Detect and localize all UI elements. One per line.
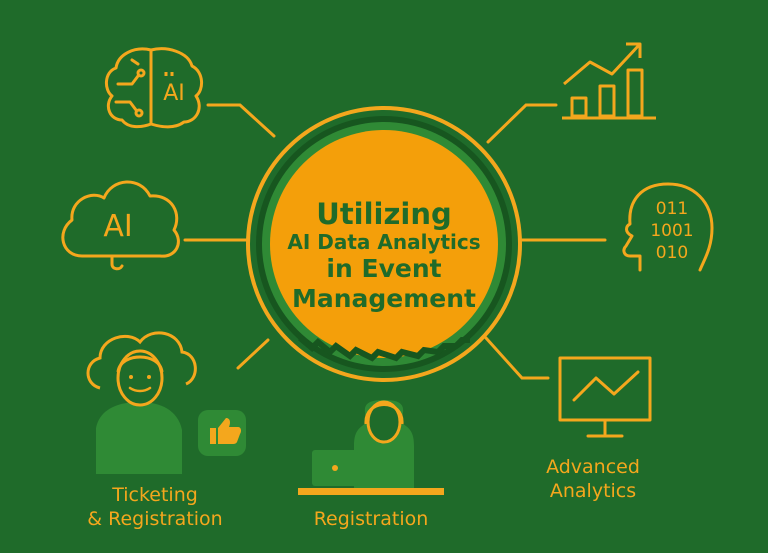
center-title-line-4: Management: [291, 283, 477, 313]
connector-brain: [206, 103, 276, 138]
growth-chart-icon: [562, 42, 656, 120]
cloud-ai-text: AI: [103, 209, 132, 244]
label-ticketing: Ticketing & Registration: [70, 484, 240, 532]
cloud-ai-icon: [61, 180, 180, 271]
label-advanced-analytics: Advanced Analytics: [528, 456, 658, 504]
connectors: [183, 103, 607, 380]
label-registration: Registration: [296, 508, 446, 532]
center-title-line-2: AI Data Analytics: [287, 229, 481, 254]
label-analytics-line-1: Advanced: [546, 456, 640, 478]
label-ticketing-line-2: & Registration: [87, 507, 223, 530]
brain-ai-text: AI: [163, 81, 185, 106]
gear-teeth: [298, 335, 470, 362]
label-analytics-line-2: Analytics: [549, 479, 637, 502]
person-cloud-icon: [86, 331, 197, 474]
binary-line-1: 011: [656, 199, 688, 219]
binary-line-3: 010: [656, 243, 688, 263]
monitor-chart-icon: [558, 356, 652, 438]
connector-chart: [486, 103, 558, 144]
laptop-user-icon: [298, 400, 444, 495]
center-hub: [246, 106, 522, 382]
thumbs-up-icon: [198, 410, 246, 456]
center-fill: [270, 130, 498, 358]
connector-person: [236, 338, 270, 370]
binary-line-2: 1001: [650, 221, 693, 241]
center-title: Utilizing AI Data Analytics in Event Man…: [262, 170, 506, 340]
label-registration-text: Registration: [313, 508, 429, 530]
binary-head-icon: [622, 182, 714, 272]
label-ticketing-line-1: Ticketing: [112, 484, 198, 506]
outer-ring: [246, 106, 522, 382]
brain-ai-icon: [105, 47, 203, 129]
center-title-line-1: Utilizing: [316, 196, 452, 231]
connector-monitor: [484, 336, 550, 380]
center-title-line-3: in Event: [326, 254, 442, 284]
